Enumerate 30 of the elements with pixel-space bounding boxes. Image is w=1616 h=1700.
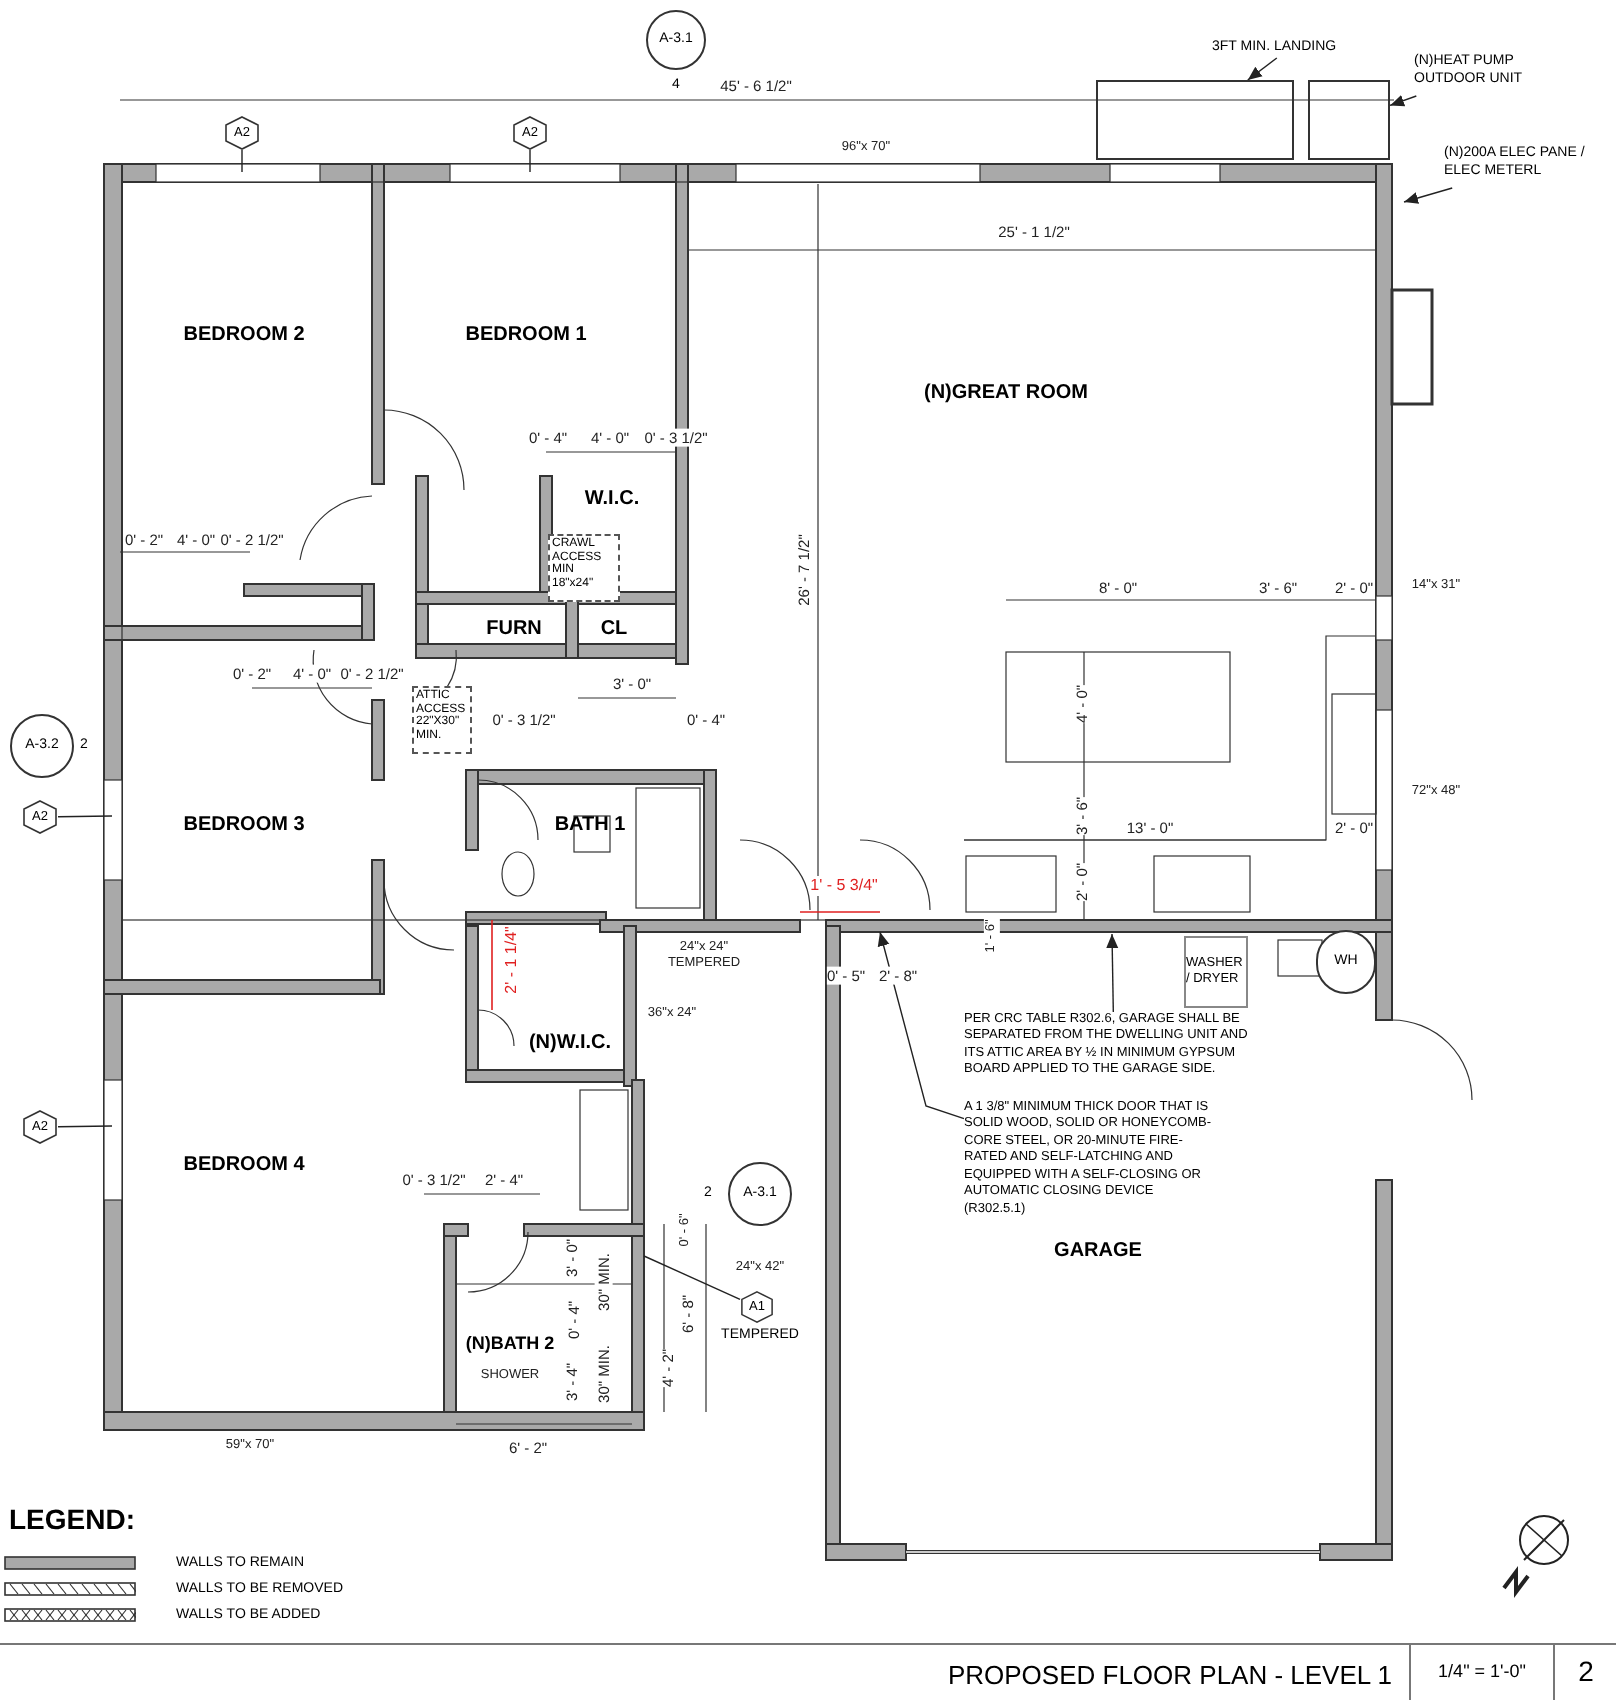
room-label: (N)W.I.C. [528,1031,612,1057]
room-label: CL [600,617,628,643]
room-label: BEDROOM 1 [465,323,587,349]
equipment-outline [1308,80,1390,160]
leader-line [529,149,531,173]
room-label: BEDROOM 2 [183,323,305,349]
equipment-outline [1096,80,1294,160]
sheet-number: 2 [1578,1654,1594,1690]
leader-line [241,149,243,173]
room-label: BEDROOM 4 [183,1153,305,1179]
room-label: (N)BATH 2 [465,1332,555,1356]
room-label: W.I.C. [584,487,640,513]
legend-heading: LEGEND: [9,1502,135,1538]
leader-line [877,931,965,1120]
leader-line [1389,95,1417,107]
drawing-scale: 1/4" = 1'-0" [1438,1660,1526,1684]
leader-line [1106,933,1119,1013]
room-label: (N)GREAT ROOM [923,381,1089,407]
leader-line [1403,187,1453,204]
room-label: GARAGE [1054,1239,1142,1265]
leader-line [643,1255,741,1301]
leader-line [1247,57,1278,81]
sheet-title: PROPOSED FLOOR PLAN - LEVEL 1 [947,1658,1392,1694]
room-label: BEDROOM 3 [183,813,305,839]
dimension-label: 2' - 1 1/4" [502,926,522,994]
leader-line [57,815,113,818]
room-label: FURN [486,617,542,643]
leader-line [57,1125,113,1128]
dimension-label: 1' - 5 3/4" [810,876,878,896]
room-label: BATH 1 [554,813,626,839]
